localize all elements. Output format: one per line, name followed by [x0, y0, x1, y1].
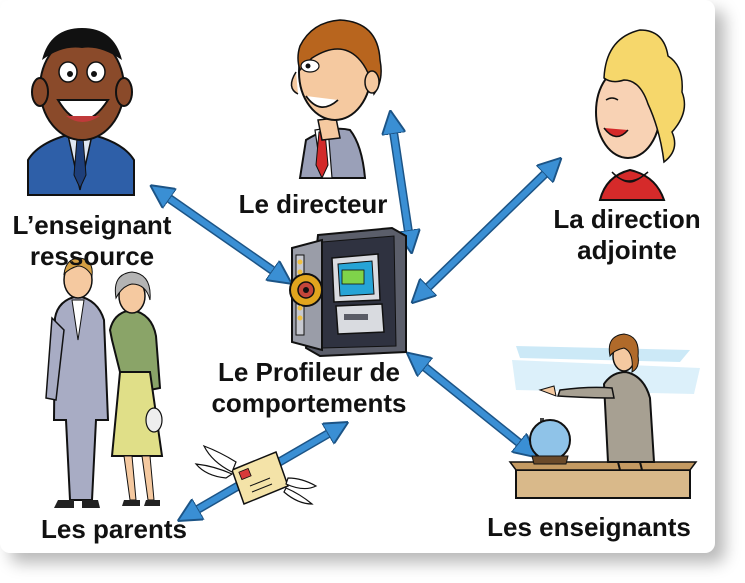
label-teacher-resource-line1: L’enseignant [12, 210, 172, 240]
profiler-safe-icon [289, 226, 407, 358]
label-parents-text: Les parents [41, 514, 187, 544]
label-deputy-direction-line1: La direction [553, 204, 701, 234]
teachers-figure [508, 333, 700, 499]
parents-figure [45, 257, 164, 508]
label-teacher-resource-line2: ressource [29, 241, 155, 271]
teacher-resource-figure [27, 28, 135, 196]
label-profiler-line1: Le Profileur de [217, 357, 401, 387]
label-teachers: Les enseignants [476, 512, 702, 543]
arrow-teachers [416, 360, 528, 450]
label-director-text: Le directeur [238, 189, 388, 219]
label-director: Le directeur [228, 189, 398, 220]
director-figure [290, 19, 382, 180]
deputy-direction-figure [595, 29, 686, 201]
label-teachers-text: Les enseignants [487, 512, 691, 542]
label-profiler-line2: comportements [211, 388, 407, 418]
flying-envelope-icon [194, 444, 318, 505]
label-deputy-direction-line2: adjointe [577, 235, 677, 265]
arrow-deputy-direction [420, 166, 553, 295]
label-parents: Les parents [32, 514, 196, 545]
label-profiler: Le Profileur de comportements [194, 357, 424, 419]
arrow-director [392, 122, 410, 242]
label-deputy-direction: La direction adjointe [540, 204, 714, 266]
arrow-teacher-resource [160, 192, 282, 277]
label-teacher-resource: L’enseignant ressource [4, 210, 180, 272]
